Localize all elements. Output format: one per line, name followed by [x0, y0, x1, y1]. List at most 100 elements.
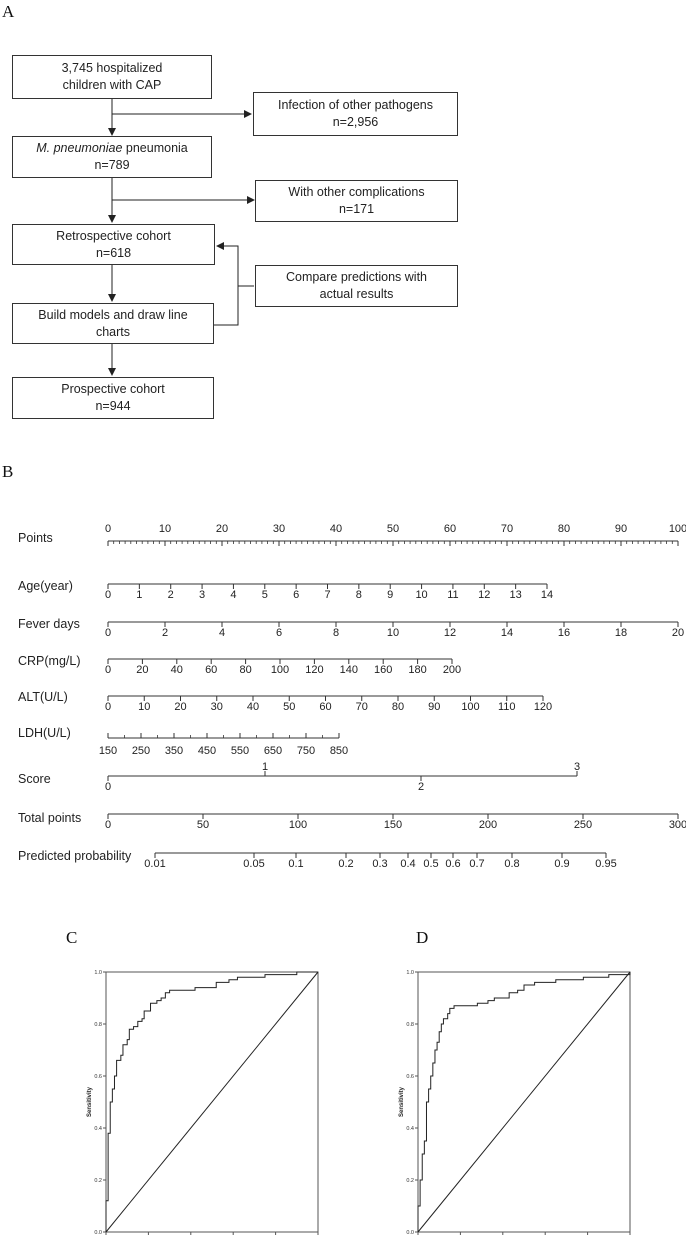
roc-c-y-tick-label: 0.4	[94, 1126, 102, 1132]
roc-c-y-tick-label: 0.0	[94, 1230, 102, 1236]
roc-c-roc-curve	[105, 971, 318, 1232]
box-other-pathogens: Infection of other pathogens n=2,956	[253, 92, 458, 136]
nomogram-crp-mg-l-tick-label: 20	[136, 664, 148, 676]
nomogram-total-points-tick-label: 300	[669, 819, 686, 831]
nomogram-fever-days-tick-label: 2	[162, 627, 168, 639]
box-compare-predictions: Compare predictions with actual results	[255, 265, 458, 307]
nomogram-fever-days-tick-label: 6	[276, 627, 282, 639]
nomogram-ldh-u-l-tick-label: 850	[330, 745, 348, 757]
box-build-line2: charts	[95, 324, 131, 339]
nomogram-alt-u-l-tick-label: 40	[247, 701, 259, 713]
box-compare-line1: Compare predictions with	[285, 270, 428, 285]
panel-label-d: D	[416, 928, 429, 947]
nomogram-alt-u-l-tick-label: 10	[138, 701, 150, 713]
nomogram-total-points-tick-label: 100	[289, 819, 307, 831]
box-compare-line2: actual results	[319, 287, 394, 301]
nomogram-crp-mg-l-tick-label: 80	[239, 664, 251, 676]
mp-species-name: M. pneumoniae	[36, 141, 123, 156]
nomogram-age-year-tick-label: 11	[447, 589, 458, 601]
box-retrospective-cohort: Retrospective cohort n=618	[12, 224, 215, 265]
nomogram-predicted-probability-tick-label: 0.6	[445, 858, 460, 870]
nomogram-crp-mg-l-label: CRP(mg/L)	[18, 654, 81, 668]
nomogram-alt-u-l-tick-label: 50	[283, 701, 295, 713]
roc-chart-c: 0.00.20.40.60.81.00.00.20.40.60.81.01 - …	[87, 970, 319, 1236]
roc-c-y-tick-label: 0.6	[94, 1074, 102, 1080]
mp-disease-word: pneumonia	[122, 141, 188, 156]
nomogram-crp-mg-l-tick-label: 40	[171, 664, 183, 676]
nomogram-crp-mg-l-tick-label: 140	[340, 664, 358, 676]
nomogram-alt-u-l-tick-label: 70	[356, 701, 368, 713]
nomogram-fever-days-tick-label: 12	[444, 627, 456, 639]
nomogram-alt-u-l-tick-label: 30	[211, 701, 223, 713]
nomogram-fever-days-tick-label: 14	[501, 627, 513, 639]
box-other-complications: With other complications n=171	[255, 180, 458, 222]
nomogram-alt-u-l-tick-label: 90	[428, 701, 440, 713]
nomogram-ldh-u-l-tick-label: 650	[264, 745, 282, 757]
nomogram-points-tick-label: 20	[216, 523, 228, 535]
nomogram-alt-u-l-tick-label: 80	[392, 701, 404, 713]
nomogram-total-points-label: Total points	[18, 811, 81, 825]
nomogram-points-tick-label: 0	[105, 523, 111, 535]
nomogram-crp-mg-l-tick-label: 200	[443, 664, 461, 676]
box-mp-line2: n=789	[94, 158, 130, 172]
panel-label-a: A	[2, 2, 15, 21]
nomogram-total-points-tick-label: 250	[574, 819, 592, 831]
nomogram-score-tick-label: 3	[574, 761, 580, 773]
nomogram-alt-u-l-tick-label: 100	[461, 701, 479, 713]
nomogram-age-year-tick-label: 4	[230, 589, 236, 601]
roc-d-y-tick-label: 0.2	[406, 1178, 414, 1184]
box-other-pathogens-line1: Infection of other pathogens	[278, 98, 433, 113]
nomogram-predicted-probability-tick-label: 0.4	[400, 858, 415, 870]
roc-d-y-tick-label: 1.0	[406, 970, 414, 976]
nomogram-alt-u-l-tick-label: 0	[105, 701, 111, 713]
nomogram-predicted-probability-tick-label: 0.3	[372, 858, 387, 870]
roc-c-y-axis-label: Sensitivity	[87, 1086, 93, 1117]
nomogram-predicted-probability-tick-label: 0.8	[504, 858, 519, 870]
nomogram-ldh-u-l-tick-label: 450	[198, 745, 216, 757]
roc-c-reference-diagonal	[105, 971, 319, 1233]
nomogram-predicted-probability-label: Predicted probability	[18, 849, 132, 863]
nomogram-predicted-probability-tick-label: 0.2	[338, 858, 353, 870]
flowchart-arrows	[108, 99, 255, 376]
nomogram-age-year-tick-label: 6	[293, 589, 299, 601]
nomogram-score-tick-label: 0	[105, 781, 111, 793]
nomogram-age-year-tick-label: 14	[541, 589, 553, 601]
box-retrospective-line1: Retrospective cohort	[56, 228, 171, 243]
roc-d-y-tick-label: 0.0	[406, 1230, 414, 1236]
roc-chart-d: 0.00.20.40.60.81.00.00.20.40.60.81.01 - …	[399, 970, 631, 1236]
nomogram-crp-mg-l-tick-label: 60	[205, 664, 217, 676]
roc-c-y-tick-label: 0.2	[94, 1178, 102, 1184]
nomogram-points-tick-label: 100	[669, 523, 686, 535]
nomogram-points-tick-label: 60	[444, 523, 456, 535]
nomogram-age-year-tick-label: 2	[168, 589, 174, 601]
roc-d-y-axis-label: Sensitivity	[399, 1086, 405, 1117]
nomogram-ldh-u-l-tick-label: 550	[231, 745, 249, 757]
nomogram-predicted-probability-tick-label: 0.7	[469, 858, 484, 870]
nomogram-alt-u-l-label: ALT(U/L)	[18, 690, 68, 704]
box-total-cap: 3,745 hospitalized children with CAP	[12, 55, 212, 99]
roc-d-roc-curve	[417, 972, 631, 1232]
nomogram-crp-mg-l-tick-label: 180	[408, 664, 426, 676]
box-mp-pneumonia: M. pneumoniae pneumonia n=789	[12, 136, 212, 178]
nomogram-age-year-tick-label: 3	[199, 589, 205, 601]
nomogram-age-year-tick-label: 13	[510, 589, 522, 601]
box-mp-line1: M. pneumoniae pneumonia	[36, 140, 188, 157]
nomogram-points-tick-label: 70	[501, 523, 513, 535]
nomogram-crp-mg-l-tick-label: 100	[271, 664, 289, 676]
nomogram-points-label: Points	[18, 531, 53, 545]
box-prospective-line2: n=944	[95, 399, 131, 413]
nomogram-fever-days-tick-label: 16	[558, 627, 570, 639]
nomogram-fever-days-label: Fever days	[18, 617, 80, 631]
box-prospective-line1: Prospective cohort	[61, 382, 165, 397]
panel-label-b: B	[2, 462, 14, 481]
panel-label-c: C	[66, 928, 78, 947]
nomogram-ldh-u-l-label: LDH(U/L)	[18, 726, 71, 740]
box-retrospective-line2: n=618	[95, 245, 132, 260]
box-build-line1: Build models and draw line	[38, 307, 188, 322]
nomogram-alt-u-l-tick-label: 110	[498, 701, 516, 713]
nomogram-age-year-tick-label: 1	[136, 589, 142, 601]
box-prospective-cohort: Prospective cohort n=944	[12, 377, 214, 419]
nomogram-total-points-tick-label: 200	[479, 819, 497, 831]
nomogram-fever-days-tick-label: 0	[105, 627, 111, 639]
